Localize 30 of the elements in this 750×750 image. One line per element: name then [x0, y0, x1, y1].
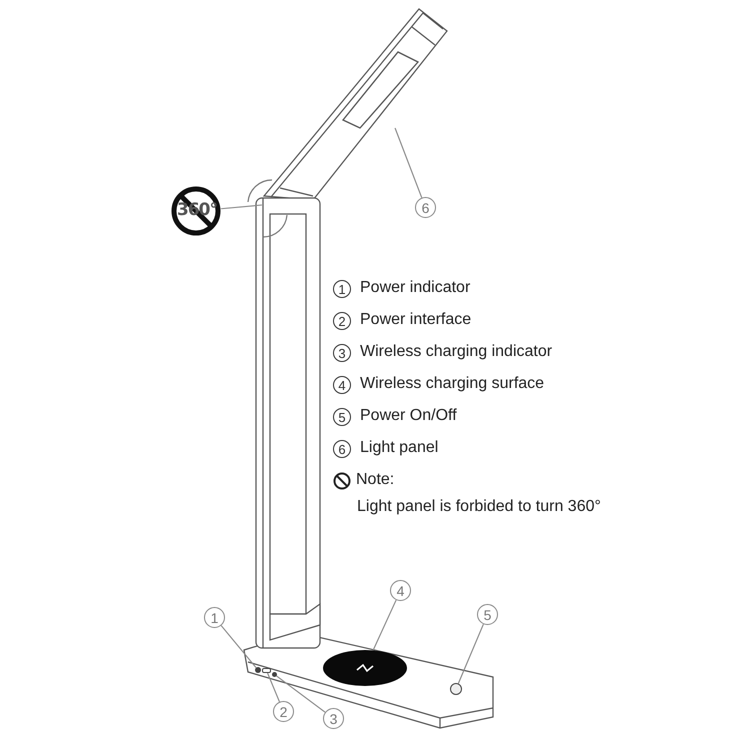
leader-line — [458, 624, 484, 684]
item-number: 1 — [333, 280, 351, 298]
callout-number: 3 — [323, 708, 344, 729]
item-number: 2 — [333, 312, 351, 330]
legend-text: Wireless charging surface — [360, 375, 544, 393]
leader-line — [220, 625, 256, 668]
leader-line — [220, 204, 262, 210]
legend-text: Power interface — [360, 311, 472, 329]
legend-text: Wireless charging indicator — [360, 343, 552, 361]
item-number: 3 — [333, 344, 351, 362]
item-number: 5 — [333, 408, 351, 426]
indicator-light — [272, 672, 277, 677]
leader-line — [394, 128, 422, 198]
leader-line — [372, 600, 397, 651]
light-panel — [343, 52, 418, 128]
legend-text: Power indicator — [360, 279, 470, 297]
leader-line — [267, 672, 280, 702]
callout-number: 5 — [477, 604, 498, 625]
power-port — [262, 668, 271, 673]
callout-number: 4 — [390, 580, 411, 601]
note-heading: Note: — [356, 471, 394, 489]
legend-text: Power On/Off — [360, 407, 457, 425]
callout-number: 1 — [204, 607, 225, 628]
item-number: 4 — [333, 376, 351, 394]
callout-number: 6 — [415, 197, 436, 218]
legend-text: Light panel is forbided to turn 360° — [357, 498, 601, 516]
callout-number: 2 — [273, 701, 294, 722]
item-number: 6 — [333, 440, 351, 458]
leader-line — [276, 676, 326, 713]
legend-text: Light panel — [360, 439, 438, 457]
